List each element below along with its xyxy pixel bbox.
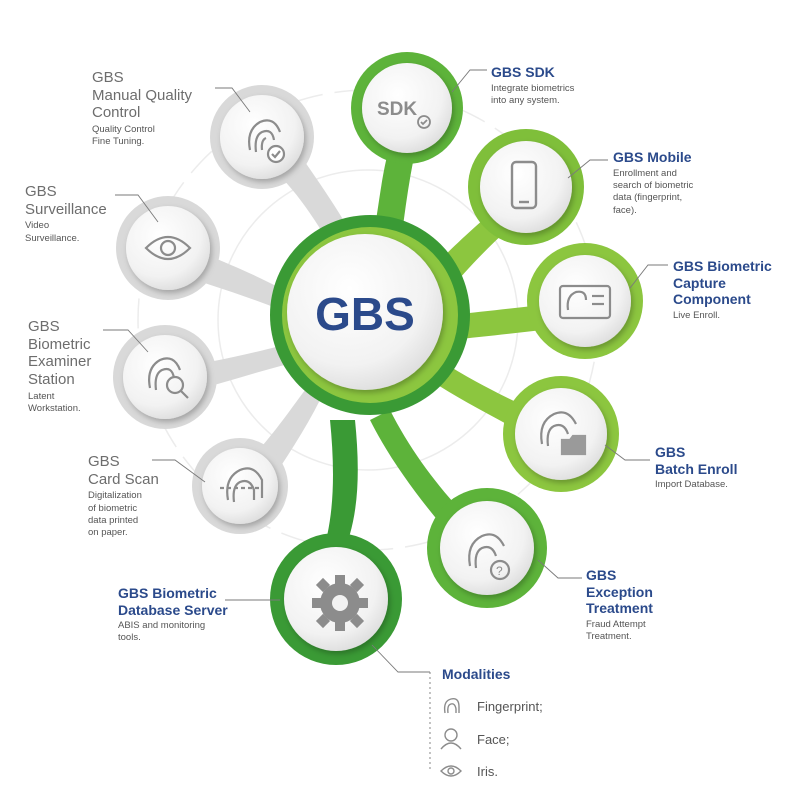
module-mobile: GBS Mobile Enrollment and search of biom… bbox=[613, 149, 693, 217]
gray-node-4 bbox=[192, 438, 288, 534]
face-icon bbox=[440, 728, 462, 750]
module-biometric-capture-component: GBS Biometric Capture Component Live Enr… bbox=[673, 258, 772, 322]
fingerprint-folder-icon bbox=[540, 411, 587, 456]
module-title: GBS Batch Enroll bbox=[655, 444, 738, 477]
svg-text:SDK: SDK bbox=[377, 99, 417, 120]
module-description: Live Enroll. bbox=[673, 309, 720, 321]
module-description: Digitalization of biometric data printed… bbox=[88, 490, 142, 539]
module-description: Video Surveillance. bbox=[25, 220, 80, 244]
modalities-section: Modalities bbox=[442, 666, 510, 683]
module-title: GBS Manual Quality Control bbox=[92, 69, 193, 122]
module-manual-quality-control: GBS Manual Quality Control Quality Contr… bbox=[92, 69, 192, 149]
svg-text:?: ? bbox=[496, 564, 503, 578]
sdk-icon: SDK bbox=[377, 99, 431, 129]
eye-icon bbox=[440, 765, 462, 777]
module-title: GBS Surveillance bbox=[25, 183, 107, 218]
module-card-scan: GBS Card Scan Digitalization of biometri… bbox=[88, 453, 159, 540]
fingerprint-scan-icon bbox=[220, 467, 264, 503]
modality-fingerprint: Fingerprint; bbox=[477, 699, 543, 714]
module-description: ABIS and monitoring tools. bbox=[118, 620, 206, 644]
central-hub: GBS bbox=[270, 215, 470, 415]
green-node-batch bbox=[503, 376, 619, 492]
fingerprint-question-icon: ? bbox=[468, 533, 511, 581]
module-title: GBS Exception Treatment bbox=[586, 567, 653, 617]
gear-icon bbox=[312, 575, 368, 631]
id-card-fingerprint-icon bbox=[558, 284, 612, 320]
module-title: GBS SDK bbox=[491, 64, 555, 80]
module-title: GBS Mobile bbox=[613, 149, 692, 165]
module-description: Fraud Attempt Treatment. bbox=[586, 618, 646, 642]
fingerprint-search-icon bbox=[148, 357, 189, 399]
eye-icon bbox=[144, 235, 192, 261]
fingerprint-icon bbox=[443, 697, 460, 714]
gray-node-2 bbox=[116, 196, 220, 300]
modality-face: Face; bbox=[477, 732, 510, 747]
module-surveillance: GBS Surveillance Video Surveillance. bbox=[25, 183, 107, 245]
module-batch-enroll: GBS Batch Enroll Import Database. bbox=[655, 444, 737, 491]
smartphone-icon bbox=[510, 160, 538, 210]
module-title: GBS Card Scan bbox=[88, 453, 159, 488]
module-description: Import Database. bbox=[655, 479, 728, 491]
module-description: Quality Control Fine Tuning. bbox=[92, 124, 155, 148]
module-title: GBS Biometric Database Server bbox=[118, 585, 228, 618]
fingerprint-check-icon bbox=[248, 119, 286, 164]
green-node-capture bbox=[527, 243, 643, 359]
module-description: Enrollment and search of biometric data … bbox=[613, 167, 694, 216]
modality-icons bbox=[440, 697, 462, 777]
module-title: GBS Biometric Capture Component bbox=[673, 258, 772, 308]
green-node-sdk bbox=[351, 52, 463, 164]
green-node-mobile bbox=[468, 129, 584, 245]
module-description: Integrate biometrics into any system. bbox=[491, 82, 575, 106]
center-label: GBS bbox=[315, 288, 415, 340]
modalities-title: Modalities bbox=[442, 666, 511, 682]
modality-iris: Iris. bbox=[477, 764, 498, 779]
module-sdk: GBS SDK Integrate biometrics into any sy… bbox=[491, 64, 574, 107]
module-exception-treatment: GBS Exception Treatment Fraud Attempt Tr… bbox=[586, 567, 653, 643]
module-title: GBS Biometric Examiner Station bbox=[28, 318, 92, 389]
module-biometric-examiner-station: GBS Biometric Examiner Station Latent Wo… bbox=[28, 318, 91, 415]
connector-lines bbox=[103, 69, 668, 772]
gray-node-3 bbox=[113, 325, 217, 429]
module-biometric-database-server: GBS Biometric Database Server ABIS and m… bbox=[118, 585, 228, 645]
module-description: Latent Workstation. bbox=[28, 390, 81, 415]
gray-node-1 bbox=[210, 85, 314, 189]
